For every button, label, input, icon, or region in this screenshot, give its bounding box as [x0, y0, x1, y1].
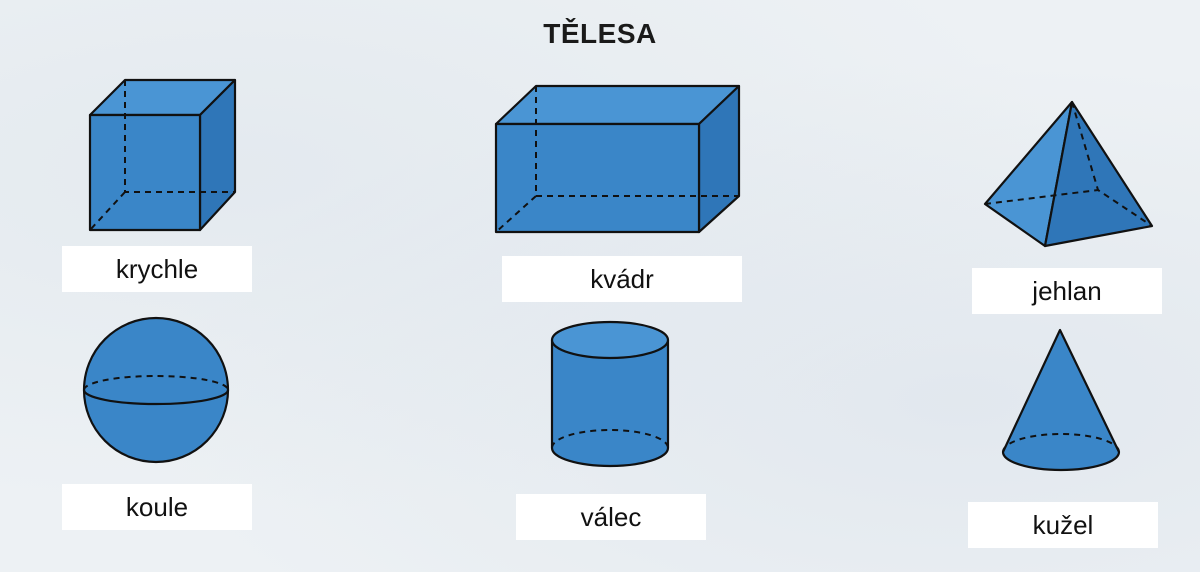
- cone-label: kužel: [968, 502, 1158, 548]
- cuboid-label: kvádr: [502, 256, 742, 302]
- pyramid-label: jehlan: [972, 268, 1162, 314]
- cone-figure: [1001, 328, 1121, 472]
- sphere-figure: [82, 316, 230, 464]
- cube-figure: [88, 78, 237, 232]
- sphere-equator-front: [82, 389, 230, 406]
- cylinder-top-face: [550, 320, 670, 360]
- page-title: TĚLESA: [543, 18, 657, 49]
- sphere-body: [82, 316, 230, 464]
- cuboid-figure: [494, 84, 741, 234]
- cuboid-top-face: [494, 84, 741, 126]
- pyramid-hidden-edges: [984, 188, 1153, 227]
- pyramid-right-face: [1043, 100, 1154, 248]
- cuboid-hidden-edge-diagonal: [495, 195, 537, 233]
- cuboid-front-face: [494, 122, 701, 234]
- cube-label: krychle: [62, 246, 252, 292]
- cone-body: [1001, 328, 1121, 472]
- pyramid-hidden-apex-edge: [1071, 101, 1099, 191]
- cylinder-label: válec: [516, 494, 706, 540]
- cylinder-figure: [550, 320, 670, 468]
- pyramid-figure: [983, 100, 1154, 248]
- cylinder-body: [550, 338, 670, 468]
- cube-hidden-edge-diagonal: [89, 191, 126, 231]
- sphere-label: koule: [62, 484, 252, 530]
